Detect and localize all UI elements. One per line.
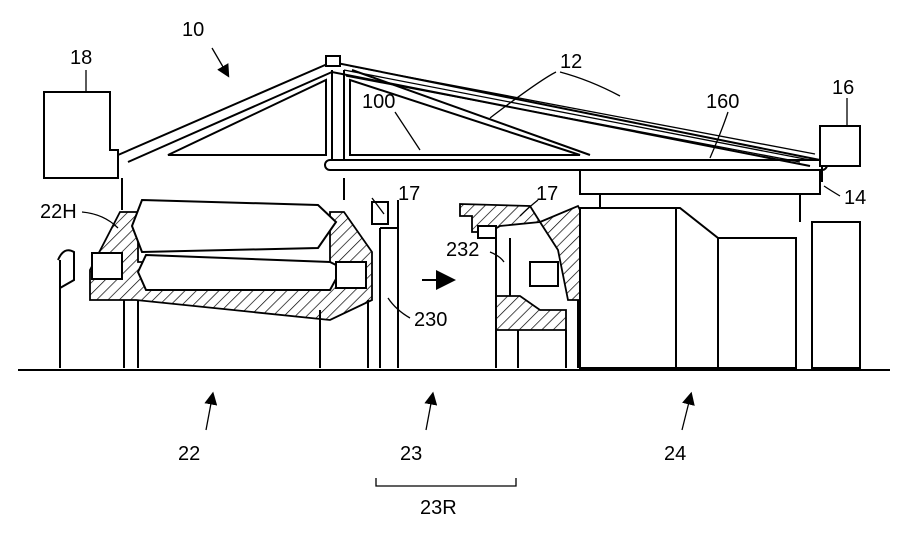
label-100: 100 <box>362 91 395 113</box>
label-16: 16 <box>832 77 854 99</box>
wheelset-22 <box>58 200 388 368</box>
label-160: 160 <box>706 91 739 113</box>
wheelset-23r <box>460 204 590 368</box>
label-22h: 22H <box>40 201 77 223</box>
label-12: 12 <box>560 51 582 73</box>
wheelset-24 <box>580 208 860 368</box>
label-232: 232 <box>446 239 479 261</box>
box-16 <box>820 126 860 166</box>
struts <box>344 66 815 162</box>
label-23: 23 <box>400 443 422 465</box>
bracket-23r <box>376 478 516 486</box>
label-10: 10 <box>182 19 204 41</box>
ring-230 <box>380 200 398 368</box>
label-17b: 17 <box>536 183 558 205</box>
label-17a: 17 <box>398 183 420 205</box>
label-18: 18 <box>70 47 92 69</box>
label-22: 22 <box>178 443 200 465</box>
label-24: 24 <box>664 443 686 465</box>
rail-100 <box>325 160 827 170</box>
box-18 <box>44 92 118 178</box>
label-14: 14 <box>844 187 866 209</box>
label-23r: 23R <box>420 497 457 519</box>
label-230: 230 <box>414 309 447 331</box>
